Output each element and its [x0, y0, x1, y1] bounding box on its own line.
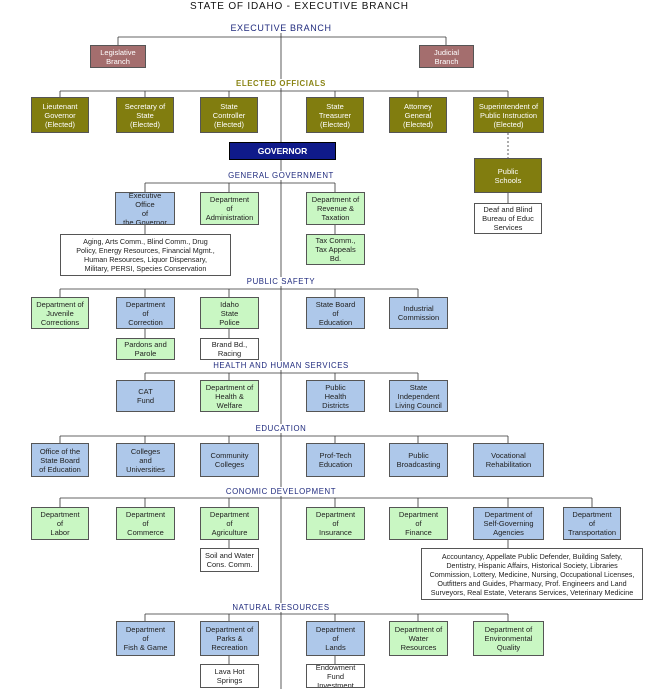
commerce-box: Department of Commerce: [116, 507, 175, 540]
executive-branch-heading: EXECUTIVE BRANCH: [230, 23, 332, 33]
public-health-districts-box: Public Health Districts: [306, 380, 365, 412]
state-controller-box: State Controller (Elected): [200, 97, 258, 133]
superintendent-box: Superintendent of Public Instruction (El…: [473, 97, 544, 133]
chart-title: STATE OF IDAHO - EXECUTIVE BRANCH: [190, 1, 409, 12]
industrial-commission-box: Industrial Commission: [389, 297, 448, 329]
public-schools-box: Public Schools: [474, 158, 542, 193]
soil-water-conservation-box: Soil and Water Cons. Comm.: [200, 548, 259, 572]
section-heading-public-safety: PUBLIC SAFETY: [244, 277, 318, 286]
finance-box: Department of Finance: [389, 507, 448, 540]
section-heading-economic-development: CONOMIC DEVELOPMENT: [223, 487, 339, 496]
revenue-taxation-box: Department of Revenue & Taxation: [306, 192, 365, 225]
cat-fund-box: CAT Fund: [116, 380, 175, 412]
parks-recreation-box: Department of Parks & Recreation: [200, 621, 259, 656]
colleges-universities-box: Colleges and Universities: [116, 443, 175, 477]
public-broadcasting-box: Public Broadcasting: [389, 443, 448, 477]
section-heading-natural-resources: NATURAL RESOURCES: [230, 603, 332, 612]
office-state-board-box: Office of the State Board of Education: [31, 443, 89, 477]
tax-commission-box: Tax Comm., Tax Appeals Bd.: [306, 234, 365, 265]
administration-box: Department of Administration: [200, 192, 259, 225]
state-treasurer-box: State Treasurer (Elected): [306, 97, 364, 133]
section-heading-general-government: GENERAL GOVERNMENT: [226, 171, 336, 180]
judicial-branch-box: Judicial Branch: [419, 45, 474, 68]
section-heading-elected-officials: ELECTED OFFICIALS: [234, 79, 328, 88]
independent-living-council-box: State Independent Living Council: [389, 380, 448, 412]
governor-box: GOVERNOR: [229, 142, 336, 160]
executive-office-box: Executive Office of the Governor: [115, 192, 175, 225]
juvenile-corrections-box: Department of Juvenile Corrections: [31, 297, 89, 329]
legislative-branch-box: Legislative Branch: [90, 45, 146, 68]
state-police-box: Idaho State Police: [200, 297, 259, 329]
pardons-parole-box: Pardons and Parole: [116, 338, 175, 360]
lieutenant-governor-box: Lieutenant Governor (Elected): [31, 97, 89, 133]
vocational-rehabilitation-box: Vocational Rehabilitation: [473, 443, 544, 477]
prof-tech-education-box: Prof-Tech Education: [306, 443, 365, 477]
section-heading-education: EDUCATION: [253, 424, 309, 433]
labor-box: Department of Labor: [31, 507, 89, 540]
fish-game-box: Department of Fish & Game: [116, 621, 175, 656]
correction-box: Department of Correction: [116, 297, 175, 329]
water-resources-box: Department of Water Resources: [389, 621, 448, 656]
self-governing-agencies-note: Accountancy, Appellate Public Defender, …: [421, 548, 643, 600]
state-board-education-box: State Board of Education: [306, 297, 365, 329]
secretary-of-state-box: Secretary of State (Elected): [116, 97, 174, 133]
endowment-fund-box: Endowment Fund Investment: [306, 664, 365, 688]
agriculture-box: Department of Agriculture: [200, 507, 259, 540]
community-colleges-box: Community Colleges: [200, 443, 259, 477]
brand-racing-box: Brand Bd., Racing: [200, 338, 259, 360]
executive-office-agencies-note: Aging, Arts Comm., Blind Comm., Drug Pol…: [60, 234, 231, 276]
health-welfare-box: Department of Health & Welfare: [200, 380, 259, 412]
deaf-blind-box: Deaf and Blind Bureau of Educ Services: [474, 203, 542, 234]
environmental-quality-box: Department of Environmental Quality: [473, 621, 544, 656]
transportation-box: Department of Transportation: [563, 507, 621, 540]
lava-hot-springs-box: Lava Hot Springs: [200, 664, 259, 688]
attorney-general-box: Attorney General (Elected): [389, 97, 447, 133]
lands-box: Department of Lands: [306, 621, 365, 656]
self-governing-agencies-box: Department of Self-Governing Agencies: [473, 507, 544, 540]
insurance-box: Department of Insurance: [306, 507, 365, 540]
section-heading-health-human-services: HEALTH AND HUMAN SERVICES: [211, 361, 351, 370]
